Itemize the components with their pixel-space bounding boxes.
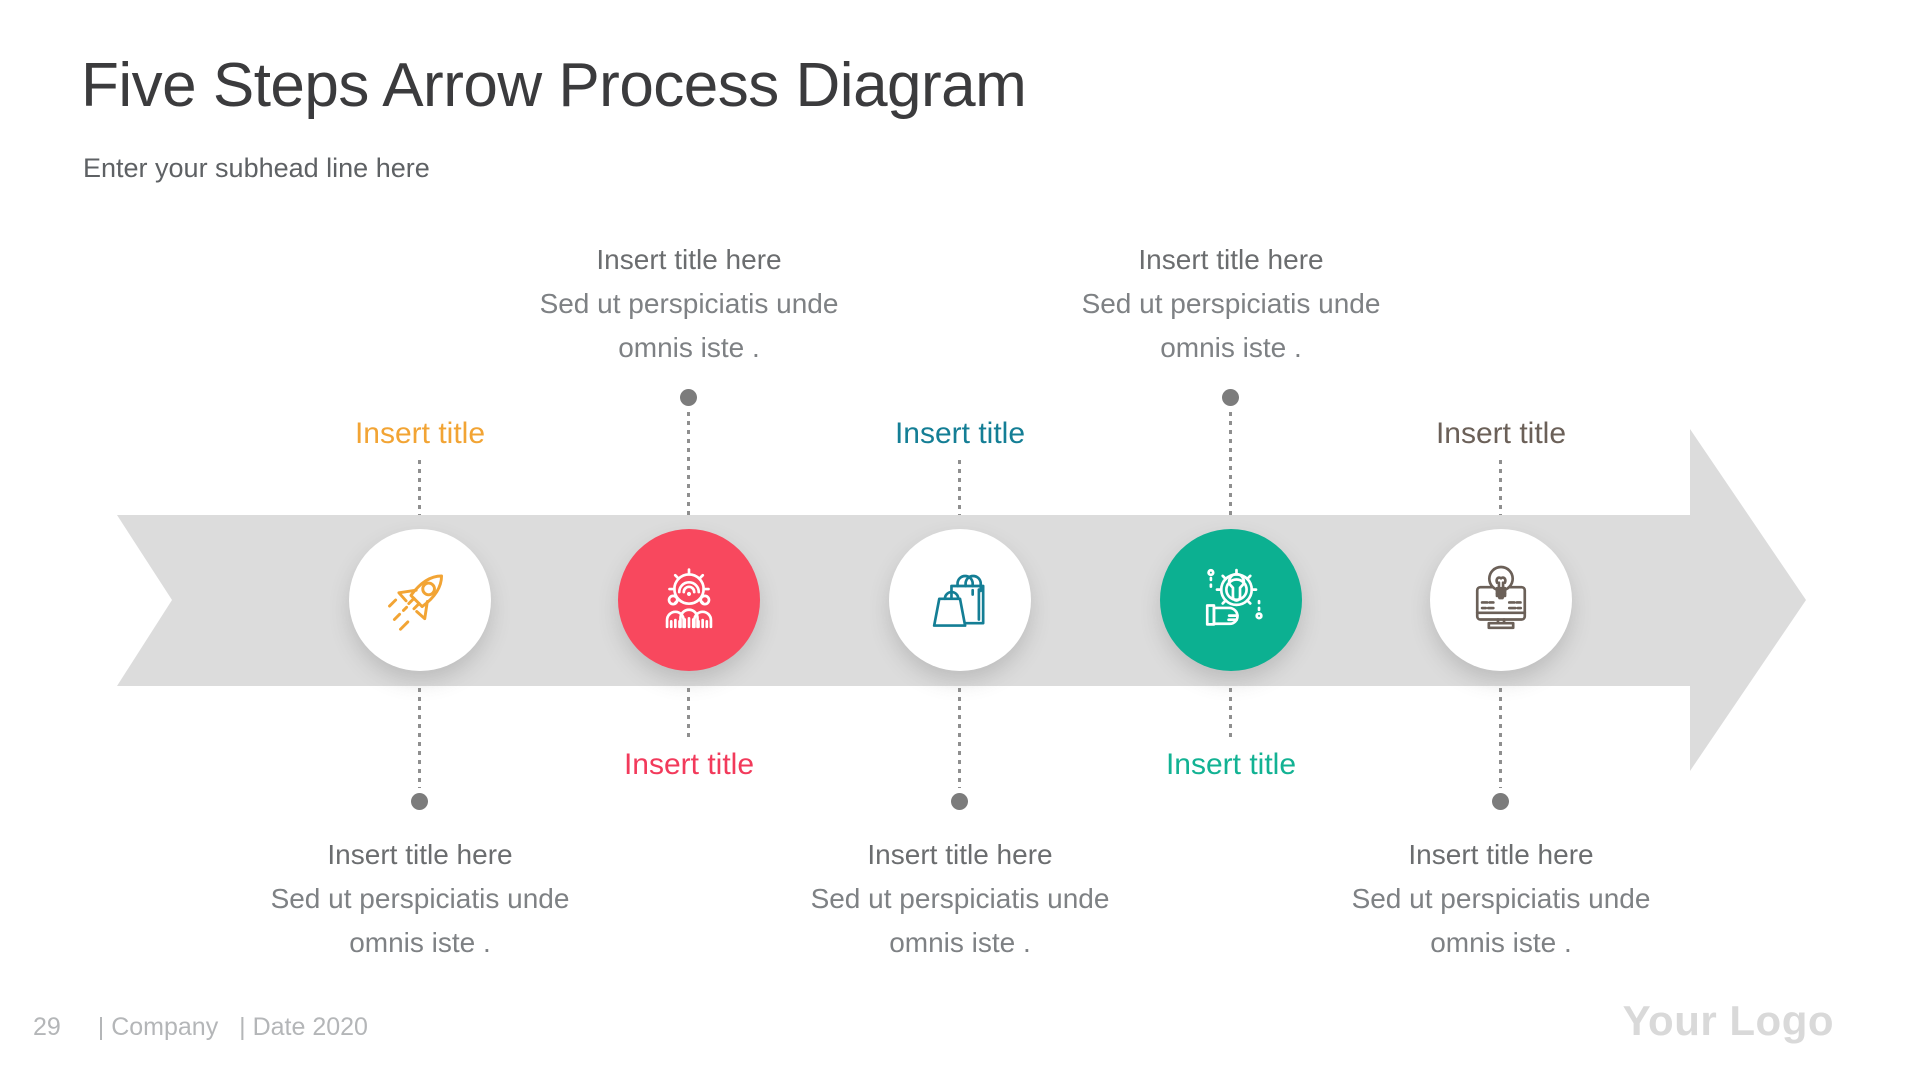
step-2-title: Insert title <box>623 748 755 781</box>
description-line: Sed ut perspiciatis unde <box>539 288 839 319</box>
description-line: omnis iste . <box>889 927 1031 958</box>
connector-line <box>687 688 690 742</box>
step-3-circle <box>889 529 1031 671</box>
rocket-icon <box>381 561 459 639</box>
connector-line <box>958 460 961 515</box>
gear-team-icon <box>650 561 728 639</box>
page-title: Five Steps Arrow Process Diagram <box>81 51 1027 120</box>
connector-line <box>418 460 421 515</box>
step-5-title: Insert title <box>1435 417 1567 450</box>
connector-line <box>418 688 421 788</box>
description-line: omnis iste . <box>618 332 760 363</box>
brand-logo: Your Logo <box>1622 997 1834 1044</box>
footer-company: | Company <box>97 1013 219 1041</box>
description-heading: Insert title here <box>1408 839 1594 870</box>
step-5-circle <box>1430 529 1572 671</box>
page-number: 29 <box>33 1013 61 1041</box>
connector-dot <box>411 793 428 810</box>
connector-dot <box>1222 389 1239 406</box>
computer-idea-icon <box>1462 561 1540 639</box>
step-2-description: Insert title here Sed ut perspiciatis un… <box>499 238 879 370</box>
connector-line <box>687 412 690 515</box>
connector-line <box>1499 688 1502 788</box>
step-5-description: Insert title here Sed ut perspiciatis un… <box>1311 833 1691 965</box>
slide-footer: 29 | Company | Date 2020 <box>33 1013 382 1042</box>
description-heading: Insert title here <box>1138 244 1324 275</box>
description-line: Sed ut perspiciatis unde <box>1081 288 1381 319</box>
step-3-description: Insert title here Sed ut perspiciatis un… <box>770 833 1150 965</box>
step-4-title: Insert title <box>1165 748 1297 781</box>
description-line: Sed ut perspiciatis unde <box>270 883 570 914</box>
description-line: Sed ut perspiciatis unde <box>810 883 1110 914</box>
description-heading: Insert title here <box>327 839 513 870</box>
connector-dot <box>680 389 697 406</box>
connector-dot <box>951 793 968 810</box>
description-line: omnis iste . <box>1430 927 1572 958</box>
step-3-title: Insert title <box>894 417 1026 450</box>
step-1-description: Insert title here Sed ut perspiciatis un… <box>230 833 610 965</box>
gear-hand-icon <box>1192 561 1270 639</box>
description-heading: Insert title here <box>867 839 1053 870</box>
footer-date: | Date 2020 <box>239 1013 368 1041</box>
step-1-circle <box>349 529 491 671</box>
step-1-title: Insert title <box>354 417 486 450</box>
description-line: omnis iste . <box>349 927 491 958</box>
connector-line <box>1229 688 1232 742</box>
step-2-circle <box>618 529 760 671</box>
connector-line <box>1229 412 1232 515</box>
description-line: Sed ut perspiciatis unde <box>1351 883 1651 914</box>
page-subtitle: Enter your subhead line here <box>83 153 430 183</box>
description-line: omnis iste . <box>1160 332 1302 363</box>
connector-line <box>1499 460 1502 515</box>
step-4-description: Insert title here Sed ut perspiciatis un… <box>1041 238 1421 370</box>
step-4-circle <box>1160 529 1302 671</box>
connector-dot <box>1492 793 1509 810</box>
connector-line <box>958 688 961 788</box>
description-heading: Insert title here <box>596 244 782 275</box>
shopping-bags-icon <box>921 561 999 639</box>
